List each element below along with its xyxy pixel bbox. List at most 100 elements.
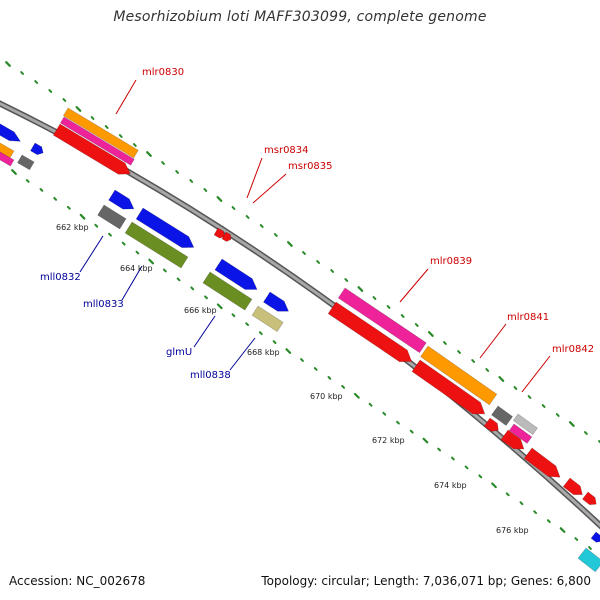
leader-line <box>115 79 137 115</box>
outer-tick-dot <box>20 71 24 75</box>
gene-arrow <box>582 491 597 506</box>
outer-tick-dot <box>75 106 82 112</box>
inner-tick-dot <box>382 411 387 416</box>
inner-tick-dot <box>491 482 497 489</box>
gene-bar-mll0833 <box>124 221 189 269</box>
inner-tick-dot <box>464 465 469 470</box>
outer-tick-dot <box>427 331 434 337</box>
gene-label-mll0832: mll0832 <box>40 272 81 283</box>
inner-tick-dot <box>478 474 483 479</box>
accession-text: Accession: NC_002678 <box>9 574 146 588</box>
kbp-label: 676 kbp <box>496 526 529 535</box>
gene-label-mll0833: mll0833 <box>83 299 124 310</box>
kbp-label: 664 kbp <box>120 264 153 273</box>
outer-tick-dot <box>5 61 11 67</box>
gene-bar <box>491 405 513 426</box>
gene-label-glmu: glmU <box>166 347 192 358</box>
outer-tick-dot <box>330 269 335 273</box>
outer-tick-dot <box>203 188 208 192</box>
leader-line <box>246 157 263 199</box>
inner-tick-dot <box>258 331 263 336</box>
tick-dots <box>5 61 600 550</box>
outer-tick-dot <box>62 98 67 102</box>
gene-arrow <box>411 359 486 415</box>
outer-tick-dot <box>189 179 194 183</box>
inner-tick-dot <box>437 447 442 452</box>
outer-tick-dot <box>568 421 575 427</box>
inner-tick-dot <box>313 367 318 371</box>
gene-bar-glmU <box>202 271 253 311</box>
gene-arrow <box>0 123 21 142</box>
inner-tick-dot <box>121 241 126 246</box>
outer-tick-dot <box>48 89 53 93</box>
inner-tick-dot <box>327 376 332 380</box>
outer-tick-dot <box>414 323 419 327</box>
gene-arrow <box>263 291 289 312</box>
inner-tick-dot <box>162 268 167 273</box>
outer-tick-dot <box>372 296 377 300</box>
gene-bar <box>577 547 600 573</box>
outer-tick-dot <box>146 151 152 157</box>
gene-label-msr0834: msr0834 <box>264 145 309 156</box>
outer-tick-dot <box>302 251 306 255</box>
inner-tick-dot <box>450 456 455 461</box>
inner-tick-dot <box>216 303 223 310</box>
outer-tick-dot <box>584 431 588 435</box>
inner-tick-dot <box>422 437 429 444</box>
leader-line <box>121 265 143 301</box>
gene-label-mlr0841: mlr0841 <box>507 312 549 323</box>
inner-tick-dot <box>341 384 346 389</box>
map-title: Mesorhizobium loti MAFF303099, complete … <box>113 9 487 25</box>
outer-tick-dot <box>34 80 39 84</box>
outer-tick-dot <box>443 341 447 345</box>
gene-arrow <box>562 477 583 495</box>
inner-tick-dot <box>148 258 155 265</box>
outer-tick-dot <box>471 359 476 363</box>
gene-label-mll0838: mll0838 <box>190 370 231 381</box>
inner-tick-dot <box>519 501 524 506</box>
kbp-label: 670 kbp <box>310 392 343 401</box>
kbp-label: 666 kbp <box>184 306 217 315</box>
leader-line <box>521 355 551 393</box>
gene-bar <box>508 423 533 444</box>
leader-line <box>252 173 287 204</box>
outer-tick-dot <box>104 125 109 129</box>
outer-tick-dot <box>527 395 532 399</box>
gene-arrow <box>500 429 525 450</box>
inner-tick-dot <box>79 213 86 220</box>
inner-tick-dot <box>533 510 538 515</box>
outer-tick-dot <box>273 233 278 237</box>
outer-tick-dot <box>216 196 223 202</box>
outer-tick-dot <box>485 368 490 372</box>
inner-tick-dot <box>285 348 292 354</box>
gene-arrow-mlr0830 <box>52 123 131 175</box>
outer-tick-dot <box>259 224 264 228</box>
inner-tick-dot <box>300 358 304 362</box>
gene-labels: mlr0830msr0834msr0835mlr0839mlr0841mlr08… <box>40 67 594 393</box>
gene-arrow <box>30 142 44 156</box>
gene-bar-mll0832 <box>97 204 127 230</box>
inner-tick-dot <box>204 295 208 300</box>
gene-label-msr0835: msr0835 <box>288 161 333 172</box>
outer-tick-dot <box>132 143 137 147</box>
inner-tick-dot <box>39 188 44 192</box>
gene-arrow-mlr0839 <box>327 301 413 362</box>
gene-arrow-msr0835 <box>221 231 232 242</box>
outer-tick-dot <box>287 241 293 247</box>
inner-tick-dot <box>94 223 99 228</box>
leader-line <box>229 337 256 371</box>
leader-line <box>79 235 104 273</box>
inner-tick-dot <box>409 429 414 434</box>
inner-tick-dot <box>245 322 250 327</box>
outer-tick-dot <box>118 134 123 138</box>
gene-arrow-msr0834 <box>213 227 226 239</box>
inner-tick-dot <box>11 169 17 175</box>
outer-tick-dot <box>400 314 405 318</box>
inner-tick-dot <box>66 205 71 210</box>
gene-bar-mlr0842 <box>512 413 538 435</box>
outer-tick-dot <box>231 206 236 210</box>
inner-tick-dot <box>588 546 592 550</box>
inner-tick-dot <box>546 519 551 524</box>
kbp-label: 668 kbp <box>247 348 280 357</box>
outer-tick-dot <box>161 161 165 165</box>
